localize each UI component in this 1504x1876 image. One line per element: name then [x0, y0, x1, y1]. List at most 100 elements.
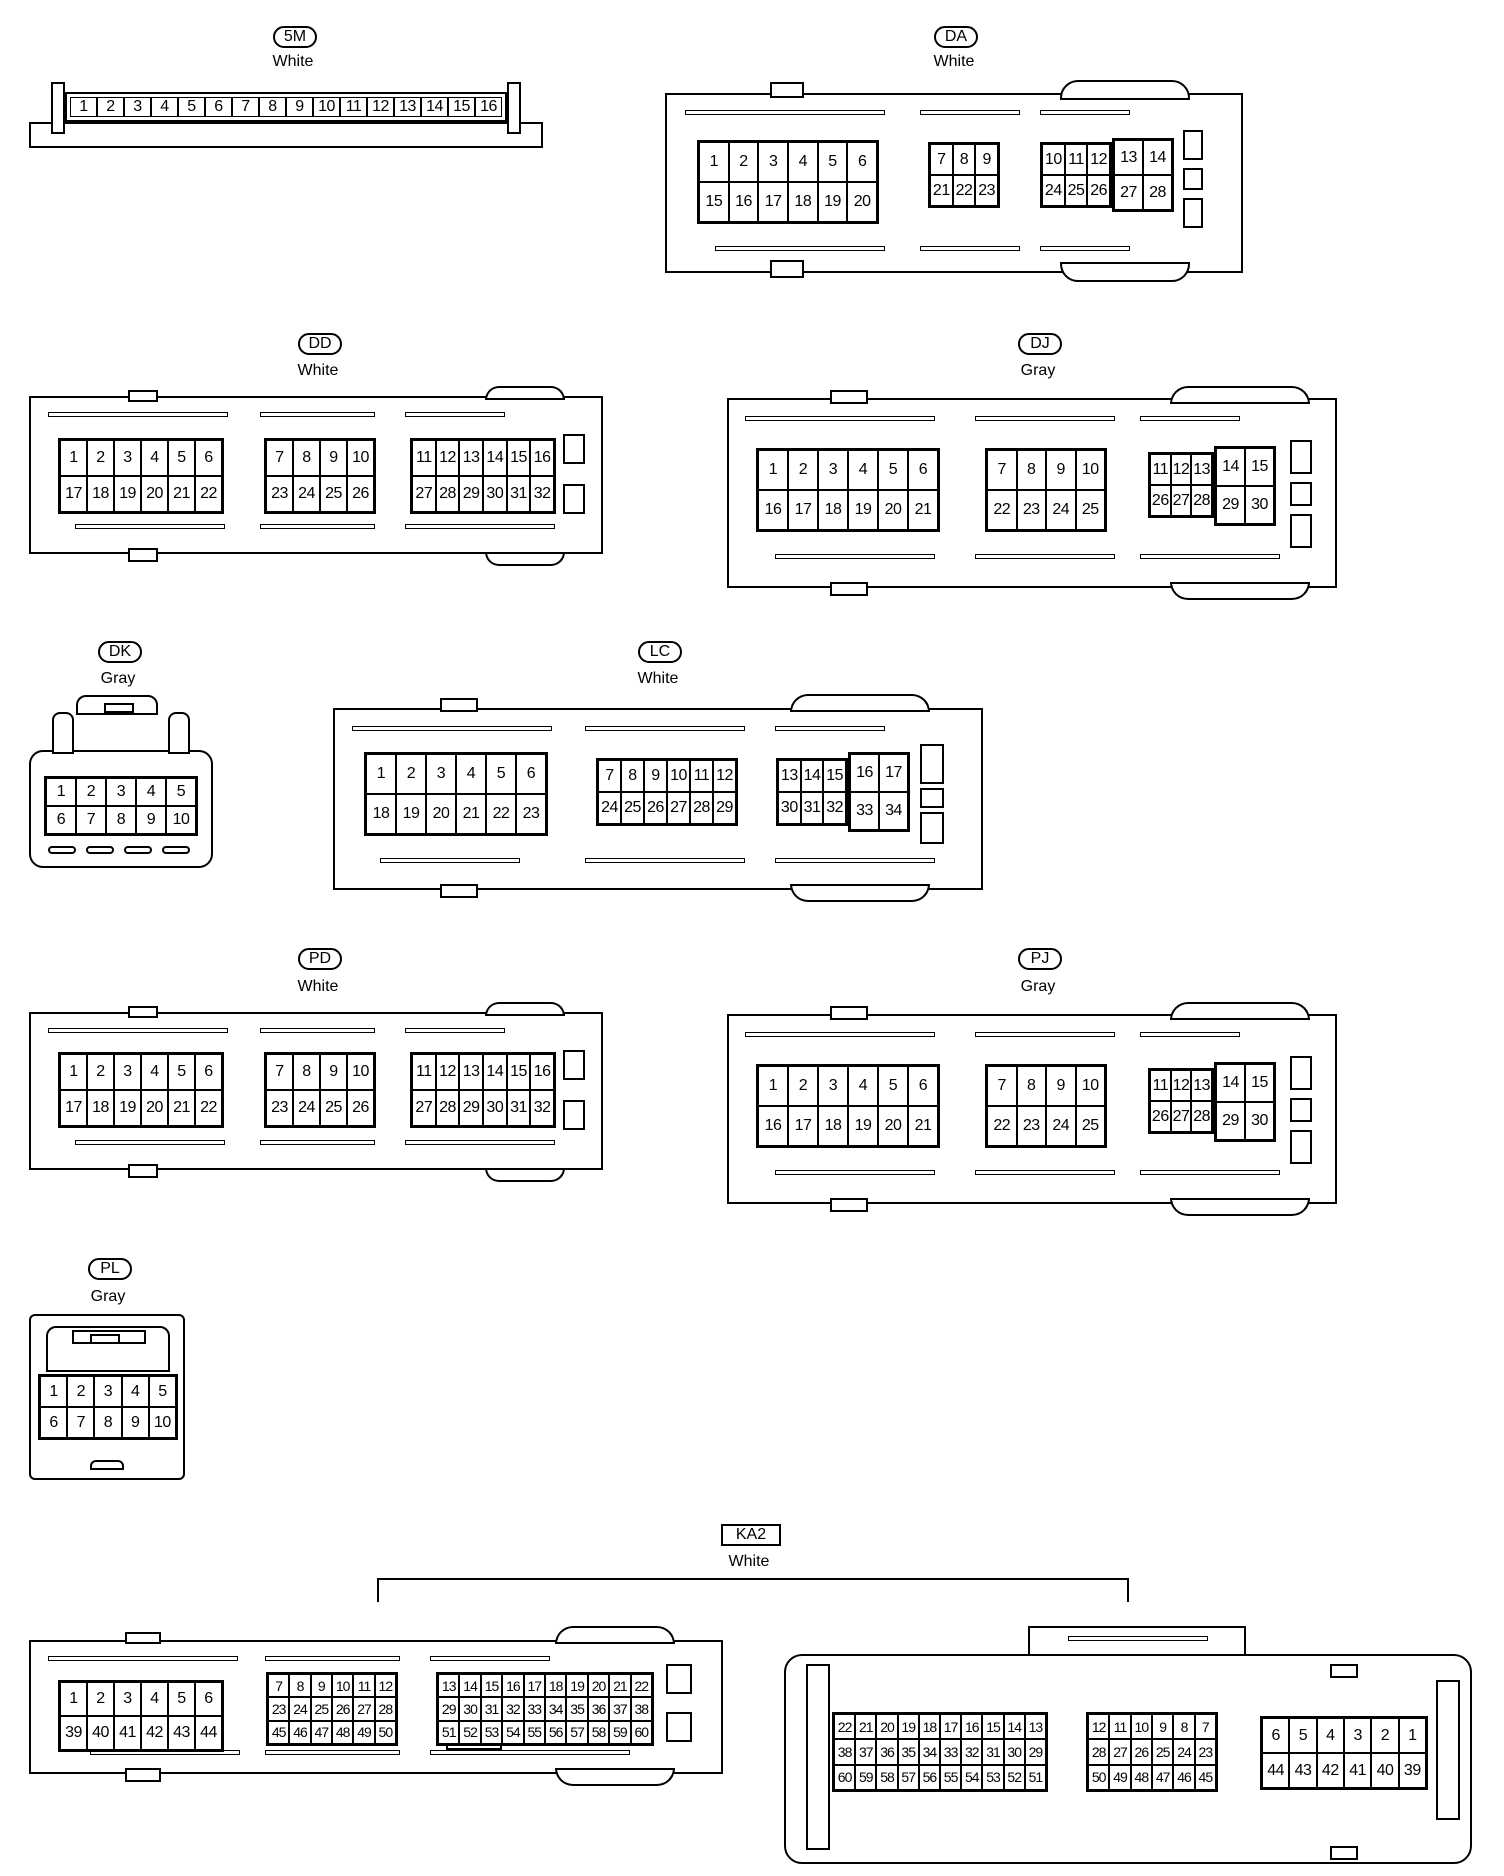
terminal-pin: 24	[293, 476, 320, 512]
housing-rib	[563, 1100, 585, 1130]
terminal-pin: 1	[46, 778, 76, 806]
terminal-pin: 3	[106, 778, 136, 806]
terminal-pin: 46	[289, 1720, 311, 1744]
terminal-pin: 37	[855, 1739, 877, 1765]
terminal-pin: 10	[1130, 1714, 1152, 1740]
terminal-pin: 22	[952, 175, 976, 206]
terminal-pin: 7	[268, 1674, 290, 1698]
housing-hood	[485, 1002, 565, 1016]
terminal-pin: 40	[87, 1716, 114, 1750]
terminal-pin: 23	[268, 1697, 290, 1721]
connector-color-label: Gray	[100, 670, 136, 687]
housing-hood	[1060, 80, 1190, 100]
terminal-pin: 10	[332, 1674, 354, 1698]
terminal-pin: 14	[482, 1054, 507, 1090]
terminal-pin: 7	[266, 1054, 293, 1090]
terminal-pin: 46	[1173, 1764, 1195, 1790]
terminal-pin: 15	[448, 97, 475, 117]
housing-rail	[48, 1028, 228, 1033]
terminal-pin: 13	[1191, 1070, 1212, 1101]
terminal-pin: 7	[1194, 1714, 1216, 1740]
terminal-pin: 13	[459, 1054, 483, 1090]
housing-rib	[1290, 514, 1312, 548]
terminal-pin: 3	[114, 1682, 141, 1716]
terminal-pin: 11	[1150, 1070, 1171, 1101]
terminal-pin: 4	[456, 754, 486, 794]
terminal-pin: 21	[855, 1714, 877, 1740]
terminal-pin: 19	[396, 794, 426, 834]
connector-color-label: White	[933, 53, 975, 70]
terminal-pin: 30	[482, 1090, 507, 1126]
terminal-pin: 15	[699, 182, 729, 222]
housing-rail	[715, 246, 885, 251]
terminal-pin: 2	[788, 1066, 818, 1106]
terminal-pin: 18	[818, 490, 848, 530]
terminal-pin: 5	[168, 1682, 195, 1716]
terminal-pin: 32	[961, 1739, 983, 1765]
terminal-pin: 28	[1143, 175, 1172, 210]
terminal-pin: 13	[1114, 140, 1143, 175]
housing-rib	[563, 1050, 585, 1080]
terminal-pin: 16	[475, 97, 502, 117]
terminal-pin: 59	[609, 1720, 631, 1744]
terminal-pin: 16	[758, 1106, 788, 1146]
terminal-pin: 23	[1194, 1739, 1216, 1765]
terminal-pin: 45	[1194, 1764, 1216, 1790]
terminal-pin: 18	[87, 1090, 114, 1126]
terminal-pin: 8	[106, 806, 136, 834]
terminal-pin: 12	[1088, 1714, 1110, 1740]
terminal-pin: 48	[1130, 1764, 1152, 1790]
housing-tab	[1330, 1664, 1358, 1678]
terminal-pin: 2	[87, 440, 114, 476]
terminal-pin: 22	[630, 1674, 652, 1698]
terminal-pin: 34	[544, 1697, 567, 1721]
terminal-pin: 50	[374, 1720, 396, 1744]
terminal-pin: 5	[878, 450, 908, 490]
terminal-pin: 37	[609, 1697, 631, 1721]
terminal-pin: 6	[908, 450, 938, 490]
housing-hood	[1060, 262, 1190, 282]
terminal-pin: 14	[1143, 140, 1172, 175]
housing-tab	[440, 698, 478, 712]
connector-id-label: DK	[98, 641, 142, 663]
terminal-pin: 27	[412, 476, 436, 512]
terminal-pin: 13	[394, 97, 421, 117]
housing-hood	[555, 1626, 675, 1644]
connector-id-label: DD	[298, 333, 342, 355]
terminal-pin: 4	[848, 450, 878, 490]
housing-rail	[405, 1140, 555, 1145]
terminal-pin: 25	[310, 1697, 332, 1721]
terminal-pin: 3	[818, 450, 848, 490]
terminal-pin: 1	[40, 1376, 68, 1407]
terminal-pin: 10	[347, 440, 374, 476]
terminal-pin: 6	[847, 142, 877, 182]
connector-color-label: Gray	[1020, 362, 1056, 379]
terminal-pin: 8	[1016, 450, 1046, 490]
terminal-pin: 11	[412, 440, 436, 476]
terminal-pin: 12	[1087, 144, 1110, 175]
terminal-pin: 21	[456, 794, 486, 834]
terminal-pin: 13	[438, 1674, 460, 1698]
terminal-pin: 31	[480, 1697, 503, 1721]
terminal-pin: 5	[1289, 1718, 1317, 1753]
terminal-pin: 5	[178, 97, 205, 117]
terminal-pin: 24	[1046, 1106, 1076, 1146]
housing-tab	[125, 1768, 161, 1782]
terminal-pin: 7	[987, 1066, 1017, 1106]
housing-rail	[975, 1170, 1115, 1175]
terminal-pin: 14	[1003, 1714, 1025, 1740]
housing-rib	[920, 788, 944, 808]
terminal-pin: 17	[788, 1106, 818, 1146]
terminal-pin: 56	[544, 1720, 567, 1744]
terminal-pin: 13	[1191, 454, 1212, 485]
terminal-pin: 36	[876, 1739, 898, 1765]
terminal-pin: 57	[566, 1720, 588, 1744]
connector-color-label: White	[272, 53, 314, 70]
